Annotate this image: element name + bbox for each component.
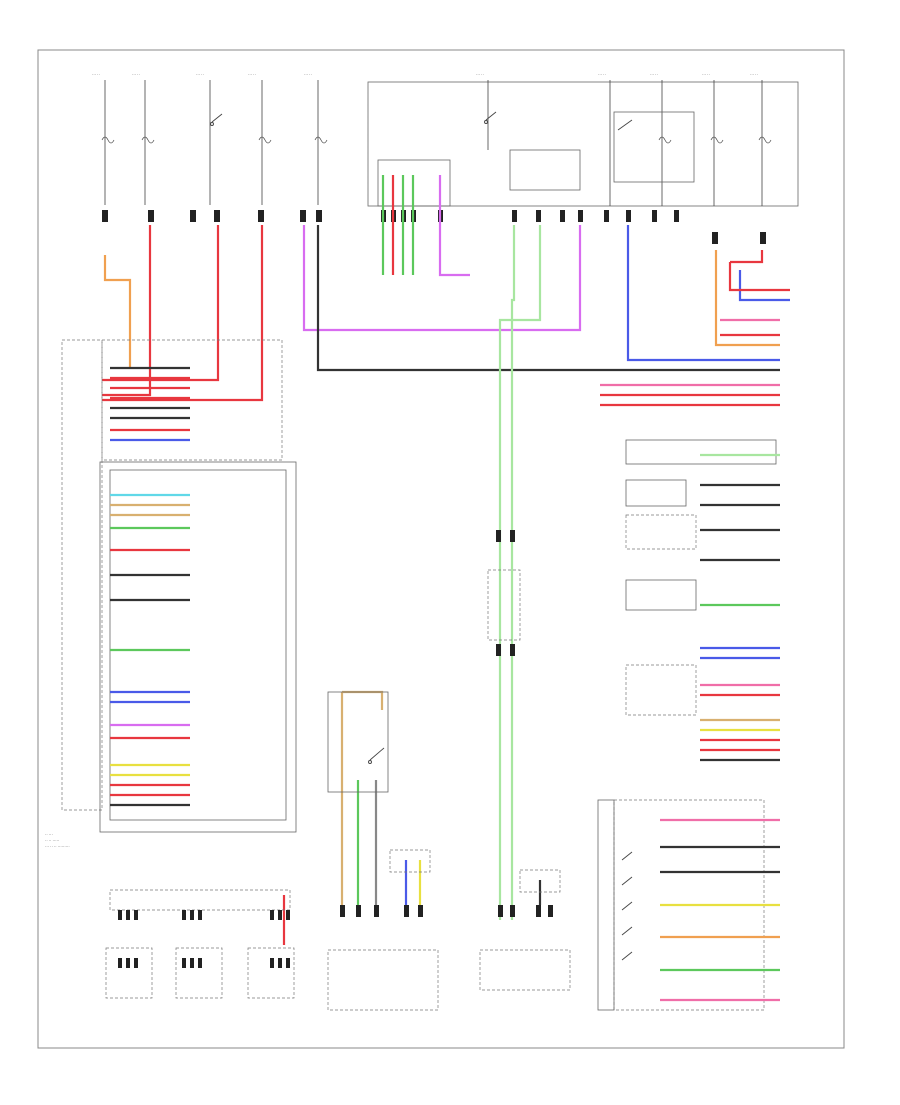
wire-tan-top — [342, 690, 384, 710]
svg-text:··· ··: ··· ·· — [92, 72, 100, 77]
top-fuse-block: ··· ·· ··· ·· ··· ·· ··· ·· ··· ·· ··· ·· ·… — [92, 72, 799, 207]
svg-text:··· ··: ··· ·· — [650, 72, 658, 77]
left-module-pins — [110, 366, 190, 807]
svg-text:··· ··: ··· ·· — [196, 72, 204, 77]
left-module: ·· ····· ·· ····· ··· ·· ·· ········· — [45, 339, 297, 849]
svg-text:··· ··: ··· ·· — [750, 72, 758, 77]
wire-red-feed-3 — [102, 225, 264, 402]
wire-can-h — [498, 225, 542, 920]
wire-red-right-2 — [730, 250, 764, 264]
right-components — [597, 439, 777, 1011]
bottom-components — [105, 691, 571, 1011]
svg-text:··· ··: ··· ·· — [702, 72, 710, 77]
wire-violet-loop — [302, 225, 582, 332]
switch-symbols — [210, 111, 633, 961]
wire-blue-top — [738, 270, 790, 302]
right-side-pins — [660, 453, 780, 1002]
bottom-connectors — [118, 530, 553, 968]
svg-text:··· ··: ··· ·· — [248, 72, 256, 77]
svg-text:·· ·· ·····: ·· ·· ····· — [45, 838, 59, 843]
svg-text:··· ··: ··· ·· — [476, 72, 484, 77]
svg-text:··· ··: ··· ·· — [598, 72, 606, 77]
wire-red-top-right — [728, 262, 790, 292]
diagram-frame — [37, 49, 845, 1049]
svg-text:··· ··: ··· ·· — [132, 72, 140, 77]
wire-group — [102, 175, 790, 945]
wire-orange-feed — [103, 255, 132, 368]
wire-black-bus — [316, 225, 780, 372]
center-can-bus — [487, 569, 521, 641]
wire-red-feed-2 — [102, 225, 220, 382]
svg-text:·· ···: ·· ··· — [45, 832, 53, 837]
top-connectors — [102, 210, 766, 244]
wire-orange-right — [714, 250, 780, 347]
svg-text:··· ·· ·· ·········: ··· ·· ·· ········· — [45, 844, 70, 849]
wire-can-l — [510, 225, 516, 920]
svg-text:··· ··: ··· ·· — [304, 72, 312, 77]
wire-blue-right — [626, 225, 780, 362]
wire-red-feed-1 — [102, 225, 152, 397]
wire-violet-mid — [438, 175, 470, 277]
